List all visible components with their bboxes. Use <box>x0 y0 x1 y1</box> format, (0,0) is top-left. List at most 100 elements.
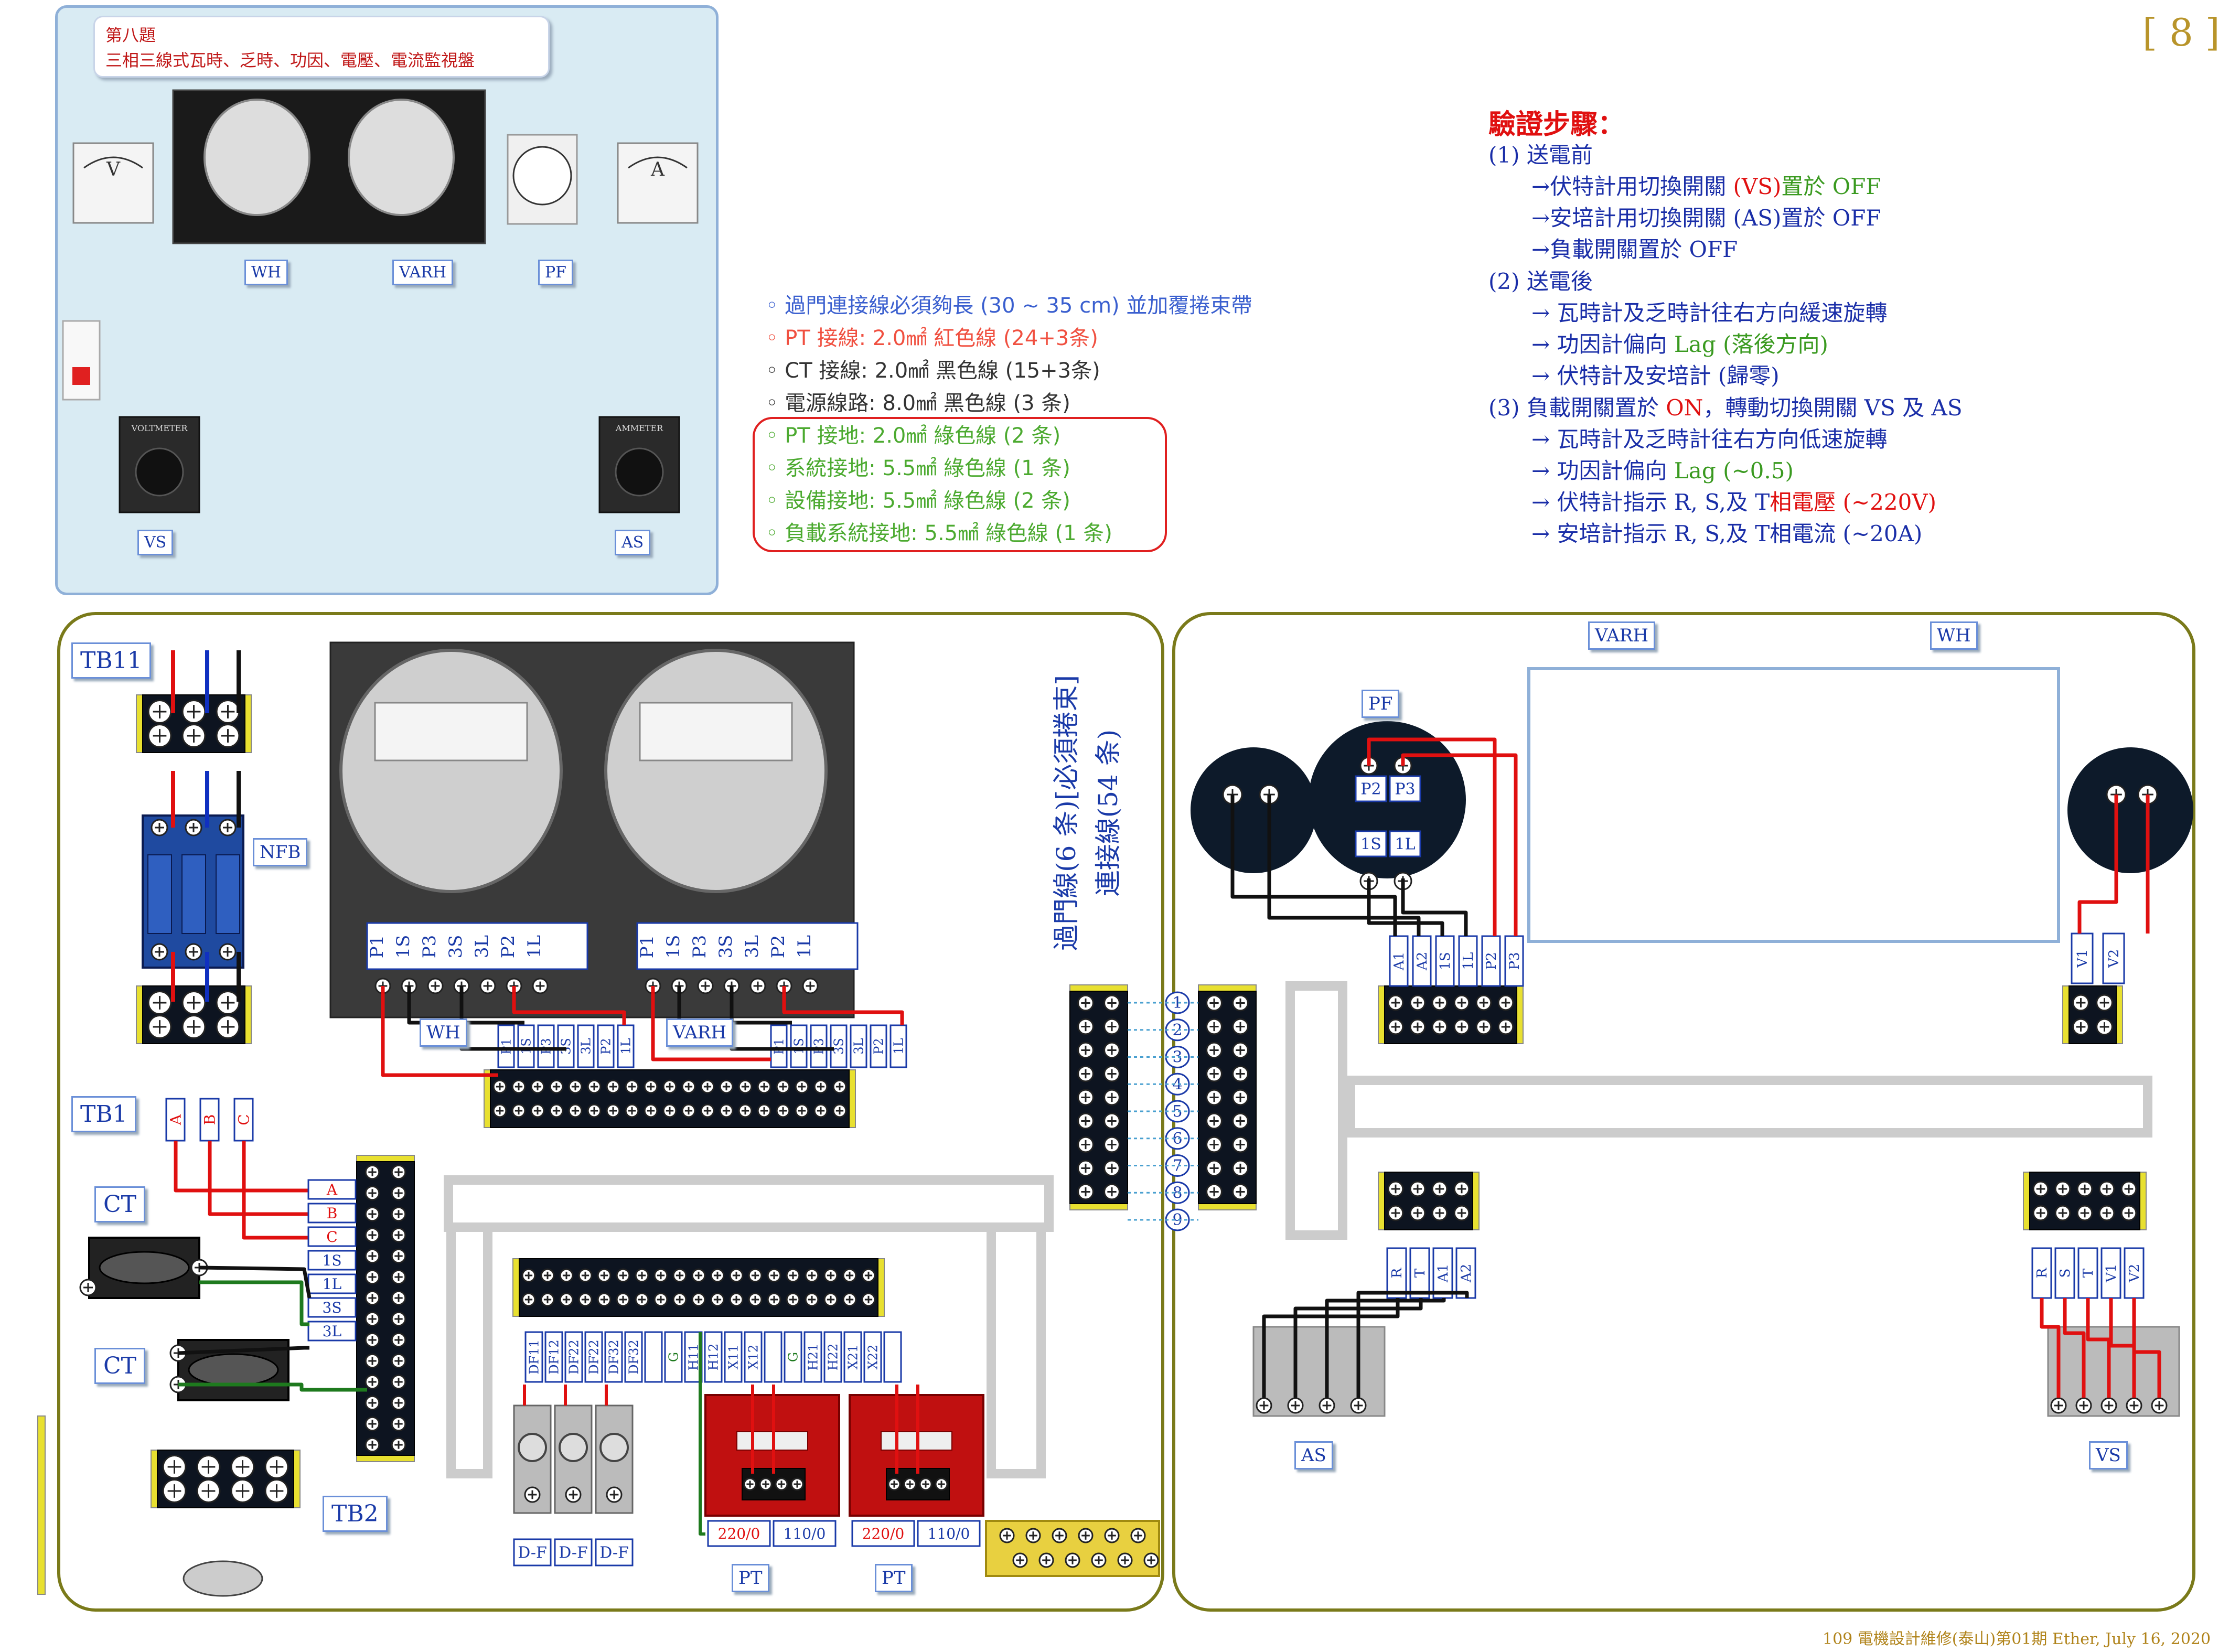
step-3d: → 安培計指示 R, S,及 T相電流 (~20A) <box>1531 521 1923 546</box>
door-wire-number-8: 8 <box>1172 1184 1182 1202</box>
v-tb-label-V1: V1 <box>2075 949 2091 968</box>
ct-tb-label-3S-tag <box>307 1297 357 1318</box>
pf-tb-label-1S-tag <box>1435 935 1455 987</box>
door-wire-number-2: 2 <box>1172 1021 1182 1039</box>
varh-term-3S: 3S <box>715 935 736 959</box>
meter-cutout <box>1527 667 2060 943</box>
fuse-cap <box>518 1433 547 1462</box>
wh-3s-wire <box>459 986 566 1051</box>
bottom-tb-label-6-tag <box>644 1331 663 1383</box>
door-tb-right-endcap <box>1198 984 1257 992</box>
step-1a: →伏特計用切換開關 (VS)置於 OFF <box>1531 169 1881 201</box>
step-3b: → 功因計偏向 Lag (~0.5) <box>1531 453 1794 485</box>
ct1-core <box>99 1251 190 1284</box>
ct-tb-label-C: C <box>326 1228 337 1246</box>
ct-terminal-block <box>356 1161 415 1456</box>
wh-tb-label-P3-2-tag <box>537 1024 555 1068</box>
bottom-tb-label-2: DF22 <box>566 1339 581 1374</box>
step-3c-pre: → 伏特計指示 R, S,及 T <box>1531 489 1770 515</box>
pf-terminal-block-endcap <box>1516 985 1524 1044</box>
pf-tb-label-A2: A2 <box>1414 952 1430 971</box>
door-tb-left-endcap <box>1069 1203 1128 1210</box>
vs-terminal-block-endcap <box>2023 1172 2030 1230</box>
v-tb-label-V2: V2 <box>2106 949 2122 968</box>
varh-tb-label-P1-0-tag <box>770 1024 788 1068</box>
vs-tb-label-S: S <box>2057 1269 2073 1278</box>
nfb-pole <box>181 854 206 934</box>
door-wire-number-1: 1 <box>1172 994 1182 1012</box>
pf-right-label: PF <box>1362 690 1400 718</box>
ammeter-caption: AMMETER <box>615 423 663 433</box>
bottom-tb-label-3: DF22 <box>586 1339 601 1374</box>
lamp-red <box>72 367 90 385</box>
tb1-block-endcap <box>244 985 252 1044</box>
wh-term-1L: 1L <box>524 935 545 958</box>
varh-label: VARH <box>666 1018 734 1047</box>
pf-tb-label-A1: A1 <box>1391 952 1407 971</box>
varh-tb-label-P1-0: P1 <box>771 1038 786 1054</box>
varh-meter-photo <box>348 99 455 216</box>
rail-top <box>444 1175 1054 1232</box>
nfb-label: NFB <box>253 838 308 866</box>
bottom-tb-label-17-tag <box>863 1331 882 1383</box>
v-tb-label-V1-tag <box>2071 932 2094 984</box>
vs-right-label: VS <box>2089 1441 2128 1469</box>
note-4: ◦ 電源線路: 8.0㎟ 黑色線 (3 条) <box>766 391 1070 415</box>
wh-1s-wire <box>407 986 524 1025</box>
tb11-block-endcap <box>244 694 252 753</box>
door-wire-number-7: 7 <box>1172 1157 1182 1175</box>
door-tb-left-endcap <box>1069 984 1128 992</box>
ct1-label: CT <box>94 1186 146 1222</box>
pf-1s-wire <box>1367 878 1444 936</box>
door-wire-note-2: 連接線(54 条) <box>1093 730 1123 897</box>
pf-1l-wire <box>1401 878 1468 936</box>
vs-wire-2 <box>2086 1298 2111 1398</box>
bottom-tb-label-7: G <box>666 1352 681 1362</box>
pf-term-P3: P3 <box>1395 780 1415 799</box>
step-2: (2) 送電後 <box>1488 269 1593 294</box>
rail-left <box>446 1222 492 1478</box>
df-label-2-tag <box>595 1538 634 1567</box>
pf-tb-label-P3: P3 <box>1507 952 1523 970</box>
bottom-tb-label-15: H22 <box>826 1344 840 1370</box>
pt-tap-220-0: 220/0 <box>718 1525 760 1542</box>
wh-terminal-tags <box>366 922 588 970</box>
vs-wire-0 <box>2040 1298 2061 1398</box>
pf-tb-label-A2-tag <box>1412 935 1432 987</box>
as-tb-label-R-tag <box>1386 1247 1407 1299</box>
panel-title-line1: 第八題 <box>105 25 156 45</box>
ammeter-a-label: A <box>650 159 665 180</box>
as-tb-label-T: T <box>1412 1268 1428 1278</box>
ct-tb-label-A: A <box>326 1181 338 1198</box>
wh-term-3L: 3L <box>471 935 492 958</box>
bottom-tb-label-13: G <box>786 1352 800 1362</box>
rail-r-horiz <box>1346 1076 2152 1138</box>
ct-tb-label-A-tag <box>307 1179 357 1200</box>
varh-p1-wire <box>651 986 771 1061</box>
pf-meter-disc <box>1309 721 1466 878</box>
as-terminal-block-endcap <box>1472 1172 1480 1230</box>
tb11-block-endcap <box>136 694 143 753</box>
as-tb-label-A2: A2 <box>1459 1264 1474 1283</box>
ct-tb-label-1L-tag <box>307 1273 357 1294</box>
door-wire-note-1: 過門線(6 条)[必須捲束] <box>1051 675 1081 951</box>
nfb-pole <box>147 854 172 934</box>
panel-title-line2: 三相三線式瓦時、乏時、功因、電壓、電流監視盤 <box>105 50 475 70</box>
pt-tap-110-1: 110/0 <box>928 1525 970 1542</box>
note-3: ◦ CT 接線: 2.0㎟ 黑色線 (15+3条) <box>766 359 1100 383</box>
bottom-tb-label-16-tag <box>843 1331 862 1383</box>
varh-tb-label-3L-4-tag <box>850 1024 867 1068</box>
bottom-tb-label-13-tag <box>784 1331 802 1383</box>
door-wire-number-3: 3 <box>1172 1048 1182 1067</box>
note-7: ◦ 設備接地: 5.5㎟ 綠色線 (2 条) <box>766 489 1070 513</box>
df-label-0: D-F <box>518 1544 547 1562</box>
page-number: [ 8 ] <box>2142 10 2220 55</box>
as-tb-label-A2-tag <box>1455 1247 1476 1299</box>
nfb-pole <box>216 854 240 934</box>
step-3c-hl: 相電壓 (~220V) <box>1770 489 1937 515</box>
pf-dial <box>512 146 572 206</box>
tb1-phase-B: B <box>201 1114 218 1125</box>
varh-tb-label-P2-5: P2 <box>871 1038 886 1054</box>
pf-term-1S-tag <box>1355 830 1387 857</box>
